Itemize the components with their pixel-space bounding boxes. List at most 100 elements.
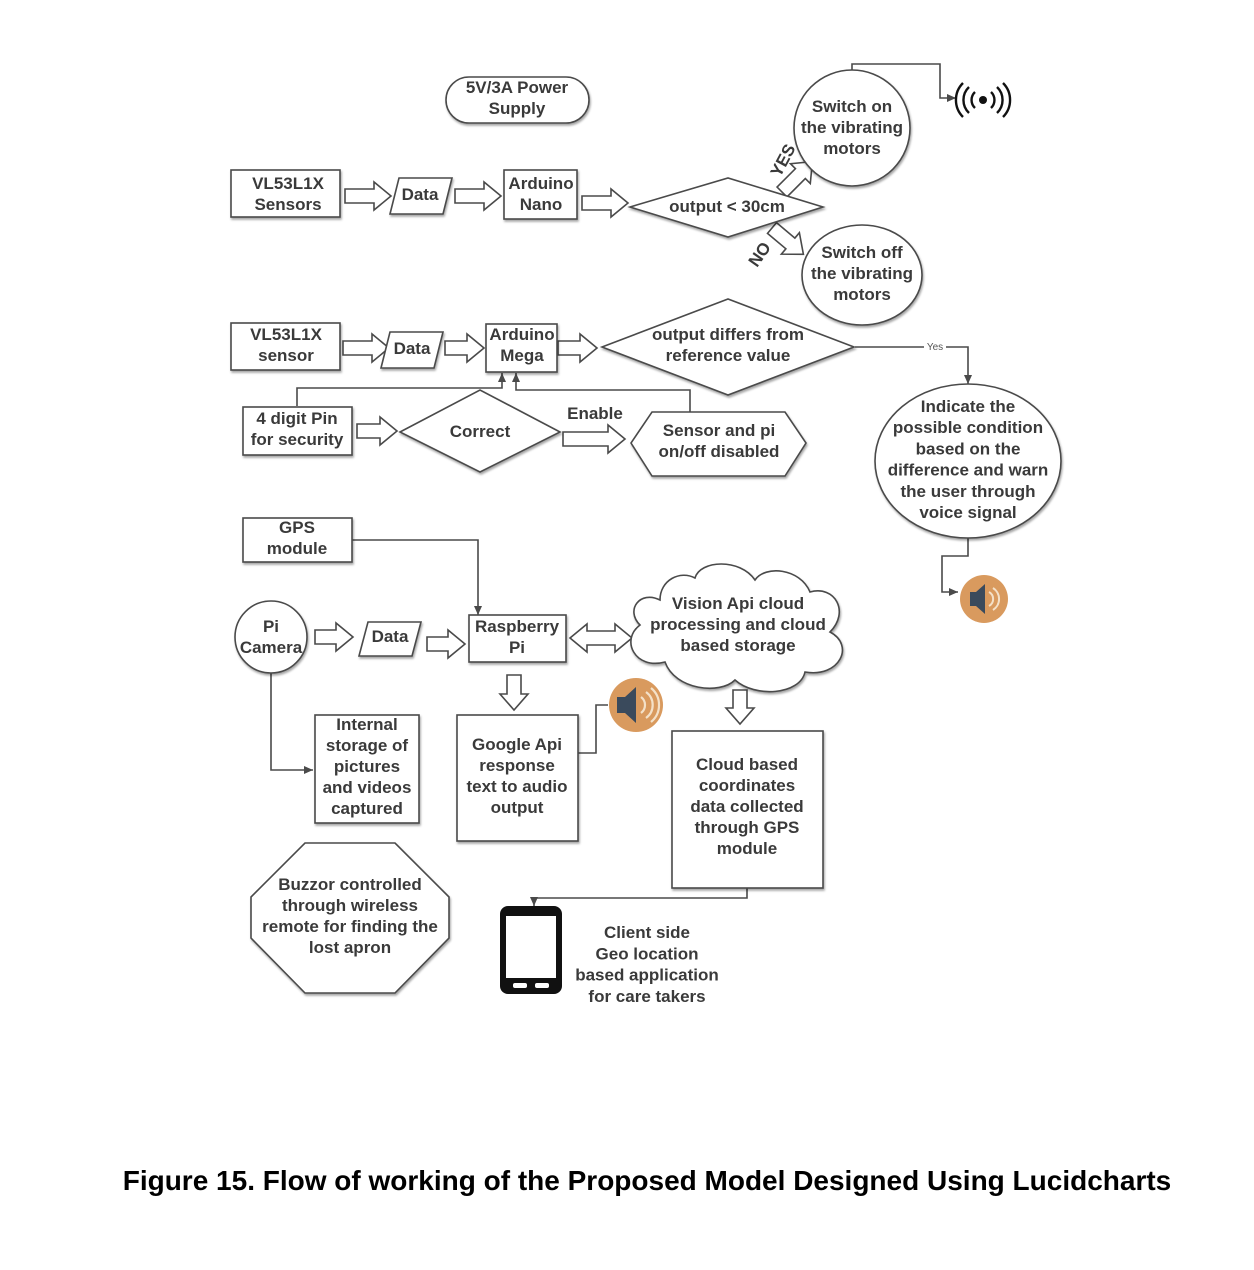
vl53l1x-sensors-line: VL53L1X: [252, 174, 324, 193]
internal-storage-box: [314, 714, 420, 824]
connector-indicate-to-speaker: [941, 538, 969, 596]
arduino-nano-line: Arduino: [508, 174, 573, 193]
google-api-line: response: [479, 756, 555, 775]
power-supply-line: 5V/3A Power: [466, 78, 569, 97]
vl53l1x-sensors-line: Sensors: [254, 195, 321, 214]
data-parallelogram-2: [379, 331, 445, 369]
client-app-line: based application: [575, 966, 719, 985]
connector-cloud-to-client: [530, 888, 748, 906]
power-supply-line: Supply: [489, 99, 546, 118]
yes-label-bg: [924, 340, 946, 352]
switch-on-line: Switch on: [812, 97, 892, 116]
connector-gps-to-raspberry: [352, 539, 482, 615]
block-arrow-no: [766, 221, 805, 256]
switch-on-line: motors: [823, 139, 881, 158]
vision-cloud-shape: [630, 563, 844, 693]
vision-cloud-line: Vision Api cloud: [672, 594, 804, 613]
raspberry-pi-box: [468, 614, 567, 663]
client-app-line: Geo location: [596, 944, 699, 963]
vibration-icon: [954, 82, 1012, 118]
no-label: NO: [745, 239, 775, 271]
block-arrow-right: [314, 621, 355, 653]
block-arrow-right: [454, 180, 503, 212]
internal-storage-line: pictures: [334, 757, 400, 776]
switch-off-line: motors: [833, 285, 891, 304]
indicate-circle: [874, 383, 1062, 539]
pi-camera-line: Pi: [263, 617, 279, 636]
block-arrow-right: [356, 415, 399, 447]
connector-sensor-pi-to-mega: [512, 373, 691, 412]
arduino-nano-box: [503, 169, 578, 220]
output-30cm-line: output < 30cm: [669, 197, 785, 216]
indicate-line: based on the: [916, 439, 1021, 458]
gps-line: module: [267, 539, 327, 558]
connector-differs-to-indicate: [855, 346, 972, 384]
google-api-line: Google Api: [472, 735, 562, 754]
vl53l1x-sensor-box: [230, 322, 341, 371]
block-arrow-right: [557, 332, 599, 364]
data-2-label: Data: [394, 339, 431, 358]
block-arrow-right: [581, 187, 630, 219]
buzzer-line: lost apron: [309, 938, 391, 957]
arduino-mega-box: [485, 323, 558, 373]
vl53l1x-sensor-line: sensor: [258, 346, 314, 365]
connector-pin-to-mega: [296, 373, 506, 406]
internal-storage-line: storage of: [326, 736, 409, 755]
indicate-line: voice signal: [919, 503, 1016, 522]
speaker-icon: [609, 678, 663, 732]
block-arrow-right: [426, 628, 467, 660]
block-arrow-down: [498, 674, 530, 712]
arduino-mega-line: Mega: [500, 346, 544, 365]
block-arrow-right: [344, 180, 393, 212]
vision-cloud-line: processing and cloud: [650, 615, 826, 634]
gps-line: GPS: [279, 518, 315, 537]
internal-storage-line: captured: [331, 799, 403, 818]
connector-google-to-speaker: [578, 704, 608, 754]
cloud-coords-line: data collected: [690, 797, 803, 816]
smartphone-icon: [500, 906, 562, 994]
cloud-coords-line: module: [717, 839, 777, 858]
cloud-coords-line: Cloud based: [696, 755, 798, 774]
arduino-mega-line: Arduino: [489, 325, 554, 344]
buzzer-line: remote for finding the: [262, 917, 438, 936]
block-arrow-down: [724, 689, 756, 726]
block-arrow-right: [342, 332, 391, 364]
buzzer-octagon: [250, 842, 450, 994]
data-3-line: Data: [372, 627, 409, 646]
output-differs-diamond: [599, 298, 857, 396]
correct-label: Correct: [450, 422, 511, 441]
switch-off-circle: [801, 224, 923, 326]
speaker-icon: [960, 575, 1008, 623]
figure-caption: Figure 15. Flow of working of the Propos…: [122, 1165, 1172, 1196]
yes-small-label: Yes: [927, 342, 943, 353]
data-1-label: Data: [402, 185, 439, 204]
output-30cm-label: output < 30cm: [669, 197, 785, 216]
cloud-coords-line: coordinates: [699, 776, 795, 795]
buzzer-line: Buzzor controlled: [278, 875, 422, 894]
client-app-line: Client side: [604, 923, 690, 942]
vl53l1x-sensor-line: VL53L1X: [250, 325, 322, 344]
arduino-nano-line: Nano: [520, 195, 563, 214]
client-app-line: for care takers: [588, 987, 705, 1006]
shapes: [230, 69, 1062, 994]
output-30cm-diamond: [627, 177, 826, 238]
raspberry-pi-line: Raspberry: [475, 617, 560, 636]
gps-label: GPS module: [267, 518, 327, 558]
block-arrow-right: [562, 423, 627, 455]
vl53l1x-sensor-label: VL53L1X sensor: [250, 325, 322, 365]
pin-line: 4 digit Pin: [256, 409, 337, 428]
